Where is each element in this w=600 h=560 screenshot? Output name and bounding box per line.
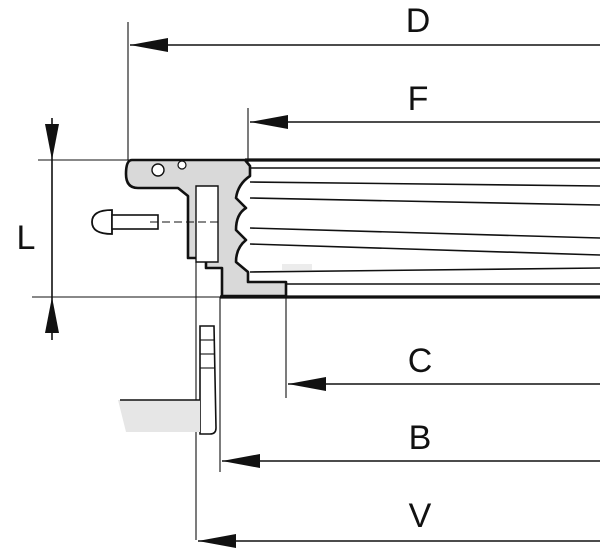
dimension-d-arrowhead: [130, 38, 168, 52]
dimension-b-arrowhead: [222, 454, 260, 468]
dimension-c-arrowhead: [288, 377, 326, 391]
dimension-f-label: F: [408, 80, 429, 118]
dimension-b: B: [219, 297, 600, 472]
profile-slot: [195, 185, 219, 263]
mounting-clip: [118, 262, 217, 540]
dimension-c: C: [285, 296, 600, 398]
dimension-l-label: L: [17, 219, 36, 257]
dimension-v-label: V: [409, 497, 432, 535]
dimension-c-label: C: [408, 342, 433, 380]
edge-profile: [124, 158, 288, 298]
dimension-f-arrowhead: [250, 115, 288, 129]
faint-mark: [282, 264, 312, 270]
dimension-d-label: D: [406, 2, 431, 40]
panel-layer-line: [249, 227, 600, 239]
panel-layer-line: [249, 197, 600, 206]
dimension-v: V: [198, 497, 600, 548]
clip-vertical-leg: [199, 325, 217, 435]
rivet-head: [91, 209, 113, 235]
dimension-f: F: [247, 80, 600, 162]
panel-layer-line: [249, 243, 600, 256]
dimension-b-label: B: [409, 419, 432, 457]
dimension-l-bottom-arrowhead: [45, 297, 59, 333]
panel-section: [220, 158, 600, 299]
dimension-d: D: [127, 2, 600, 160]
profile-hole-small: [177, 160, 187, 170]
dimension-v-arrowhead: [198, 534, 236, 548]
rivet: [91, 209, 220, 235]
dimension-l-top-arrowhead: [45, 124, 59, 160]
profile-hole: [151, 163, 165, 177]
dimension-l: L: [17, 118, 226, 340]
clip-shadow: [118, 400, 200, 432]
panel-layer-line: [249, 181, 600, 187]
panel-layer-line: [249, 267, 600, 273]
